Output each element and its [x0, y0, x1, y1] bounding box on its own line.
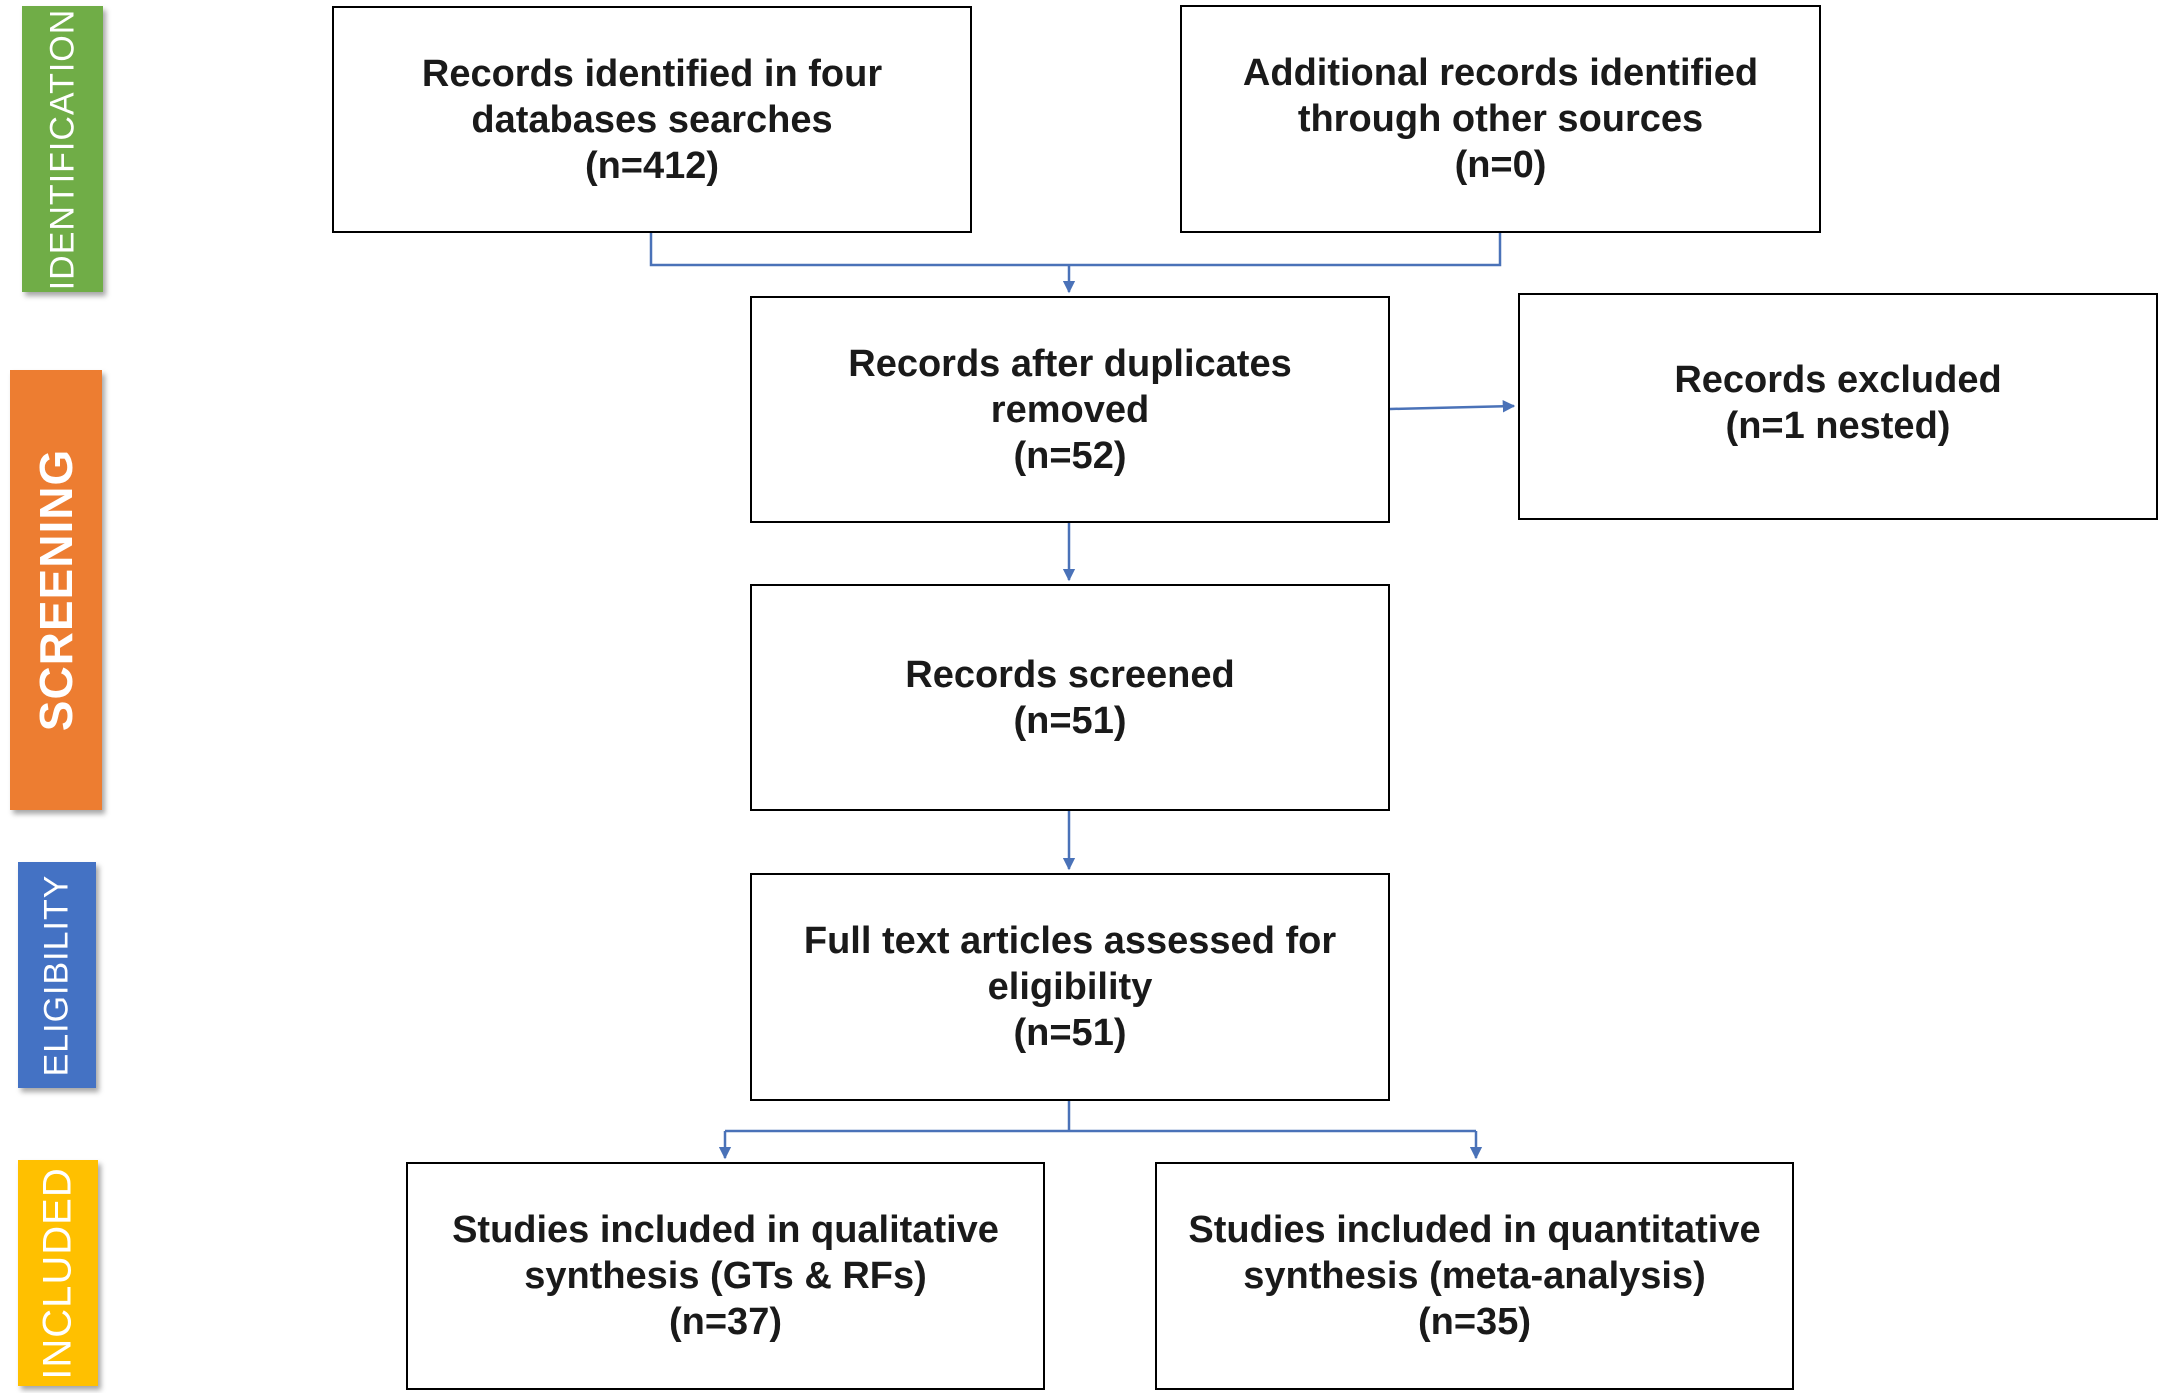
box-full-text-count: (n=51) — [1013, 1012, 1127, 1054]
box-full-text-line2: eligibility — [987, 966, 1153, 1008]
box-full-text-line1: Full text articles assessed for — [803, 920, 1337, 962]
box-qualitative-synthesis: Studies included in qualitative synthesi… — [406, 1162, 1045, 1390]
box-records-screened-line1: Records screened — [905, 653, 1235, 696]
box-records-screened-count: (n=51) — [1013, 699, 1127, 742]
box-database-records-line1: Records identified in four — [421, 52, 883, 95]
box-after-duplicates-line1: Records after duplicates — [848, 342, 1292, 385]
phase-eligibility: ELIGIBILITY — [18, 862, 96, 1088]
phase-screening: SCREENING — [10, 370, 102, 810]
box-records-excluded-count: (n=1 nested) — [1725, 405, 1951, 447]
connector-split — [725, 1101, 1476, 1133]
box-database-records-count: (n=412) — [584, 144, 720, 187]
box-database-records: Records identified in four databases sea… — [332, 6, 972, 233]
arrow-to-excluded — [1389, 400, 1516, 413]
box-quantitative-synthesis: Studies included in quantitative synthes… — [1155, 1162, 1794, 1390]
box-records-excluded: Records excluded (n=1 nested) — [1518, 293, 2158, 520]
box-additional-records-line1: Additional records identified — [1242, 52, 1759, 94]
box-qualitative-count: (n=37) — [669, 1301, 782, 1343]
box-quantitative-line1: Studies included in quantitative — [1188, 1209, 1761, 1251]
phase-identification: IDENTIFICATION — [22, 6, 103, 292]
box-after-duplicates-line2: removed — [990, 388, 1150, 431]
box-database-records-line2: databases searches — [471, 98, 833, 141]
box-qualitative-line1: Studies included in qualitative — [452, 1209, 999, 1251]
box-additional-records-line2: through other sources — [1297, 98, 1704, 140]
box-quantitative-line2: synthesis (meta-analysis) — [1243, 1255, 1706, 1297]
box-after-duplicates: Records after duplicates removed (n=52) — [750, 296, 1390, 523]
box-records-excluded-line1: Records excluded — [1674, 359, 2002, 401]
box-additional-records: Additional records identified through ot… — [1180, 5, 1821, 233]
phase-included: INCLUDED — [18, 1160, 98, 1386]
box-after-duplicates-count: (n=52) — [1013, 434, 1127, 477]
box-records-screened: Records screened (n=51) — [750, 584, 1390, 811]
box-qualitative-line2: synthesis (GTs & RFs) — [524, 1255, 927, 1297]
connector-db-to-merge — [649, 233, 1502, 267]
box-additional-records-count: (n=0) — [1454, 144, 1547, 186]
box-quantitative-count: (n=35) — [1418, 1301, 1531, 1343]
box-full-text-assessed: Full text articles assessed for eligibil… — [750, 873, 1390, 1101]
